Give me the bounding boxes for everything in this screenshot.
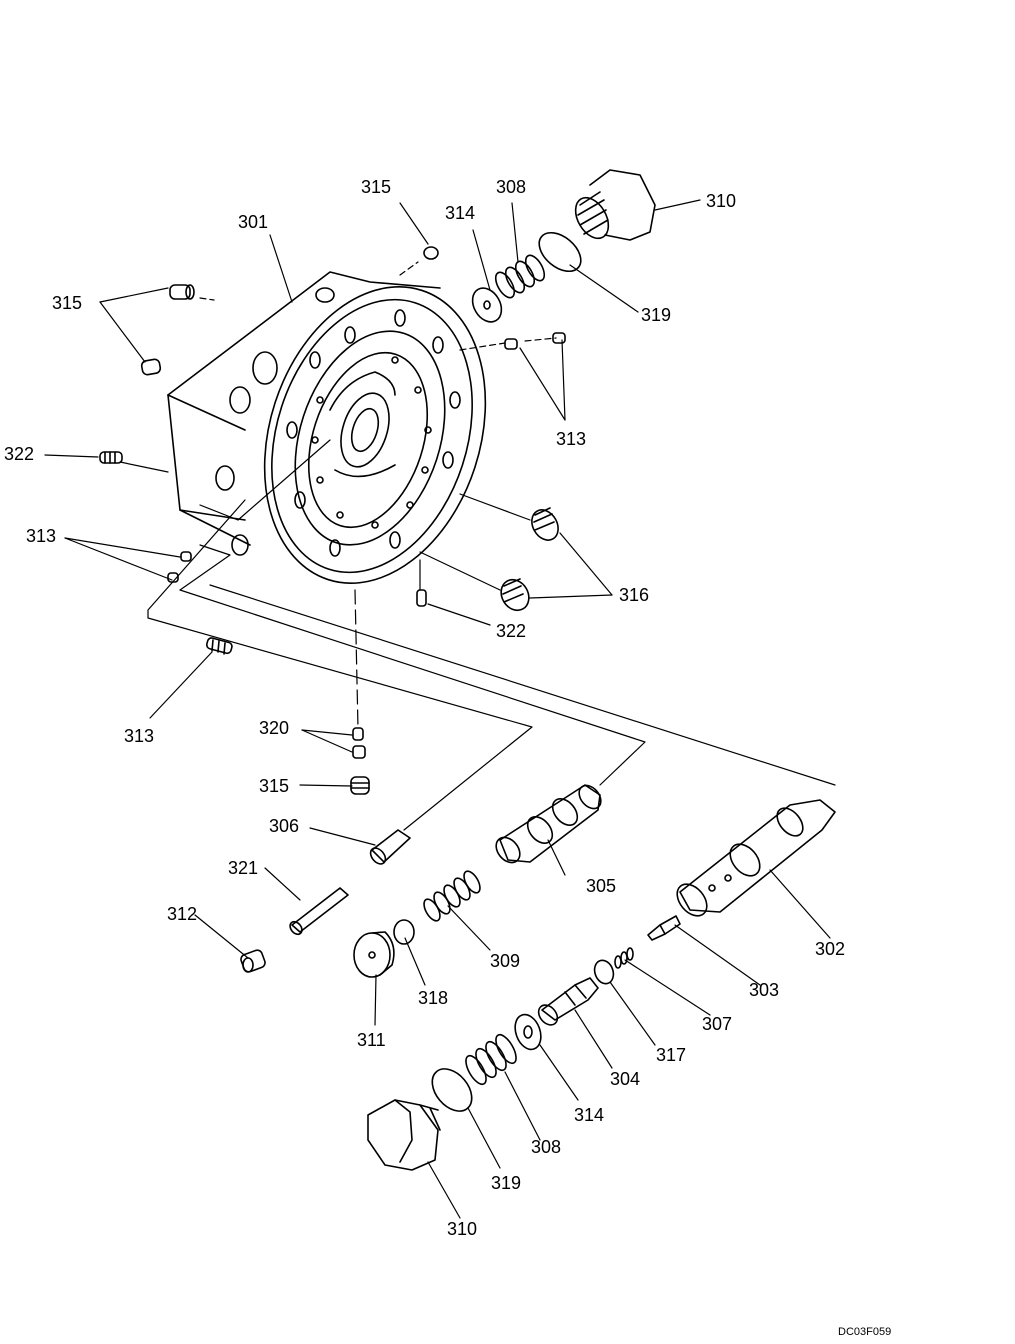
label-307: 307 — [702, 1014, 733, 1034]
part-306 — [369, 829, 411, 865]
leader-lines — [44, 199, 836, 1219]
label-310-bottom: 310 — [447, 1219, 478, 1239]
label-308-bottom: 308 — [531, 1137, 562, 1157]
housing-301 — [167, 271, 487, 584]
part-308-spring-bottom — [465, 1033, 517, 1086]
part-315-top — [423, 246, 439, 260]
part-318-oring — [393, 919, 415, 945]
label-313-lower: 313 — [124, 726, 155, 746]
part-314-washer-bottom — [514, 1013, 542, 1051]
label-316: 316 — [619, 585, 650, 605]
part-305-spool — [495, 784, 602, 864]
label-315-top: 315 — [361, 177, 392, 197]
label-321: 321 — [228, 858, 259, 878]
part-313-left — [167, 551, 192, 583]
part-317-oring — [593, 959, 615, 985]
part-322-lower — [416, 589, 427, 607]
part-308-spring-top — [494, 254, 546, 299]
part-319-oring-bottom — [431, 1068, 473, 1112]
label-322-lower: 322 — [496, 621, 527, 641]
label-319-top: 319 — [641, 305, 672, 325]
label-304: 304 — [610, 1069, 641, 1089]
label-318: 318 — [418, 988, 449, 1008]
label-320: 320 — [259, 718, 290, 738]
label-319-bottom: 319 — [491, 1173, 522, 1193]
label-303: 303 — [749, 980, 780, 1000]
label-322-left: 322 — [4, 444, 35, 464]
part-303 — [647, 915, 681, 941]
label-315-left: 315 — [52, 293, 83, 313]
part-309-spring — [423, 870, 481, 922]
part-319-oring-top — [538, 231, 582, 273]
label-311: 311 — [357, 1030, 386, 1050]
label-306: 306 — [269, 816, 300, 836]
part-316-plugs — [500, 507, 559, 612]
part-304 — [537, 977, 599, 1026]
part-322-left — [99, 451, 123, 464]
label-314-bottom: 314 — [574, 1105, 605, 1125]
part-313-lower — [205, 637, 233, 655]
part-302-sleeve — [676, 799, 836, 917]
part-310-plug-bottom — [367, 1099, 441, 1171]
label-310-top: 310 — [706, 191, 737, 211]
label-308-top: 308 — [496, 177, 527, 197]
label-314-top: 314 — [445, 203, 476, 223]
label-317: 317 — [656, 1045, 687, 1065]
part-314-washer-top — [471, 287, 503, 323]
part-312 — [240, 949, 266, 973]
label-305: 305 — [586, 876, 617, 896]
label-301: 301 — [238, 212, 269, 232]
part-311-plug — [353, 931, 395, 978]
part-313-plugs-right — [504, 332, 566, 350]
part-307-spring — [614, 947, 634, 969]
label-315-center: 315 — [259, 776, 290, 796]
label-309: 309 — [490, 951, 521, 971]
part-321-pin — [289, 887, 349, 936]
label-313-left: 313 — [26, 526, 57, 546]
label-312: 312 — [167, 904, 198, 924]
label-302: 302 — [815, 939, 846, 959]
part-315-caps — [140, 284, 195, 376]
drawing-code: DC03F059 — [838, 1326, 892, 1338]
part-320-315-center — [350, 727, 370, 795]
label-313-right: 313 — [556, 429, 587, 449]
part-310-plug-top — [574, 169, 656, 241]
